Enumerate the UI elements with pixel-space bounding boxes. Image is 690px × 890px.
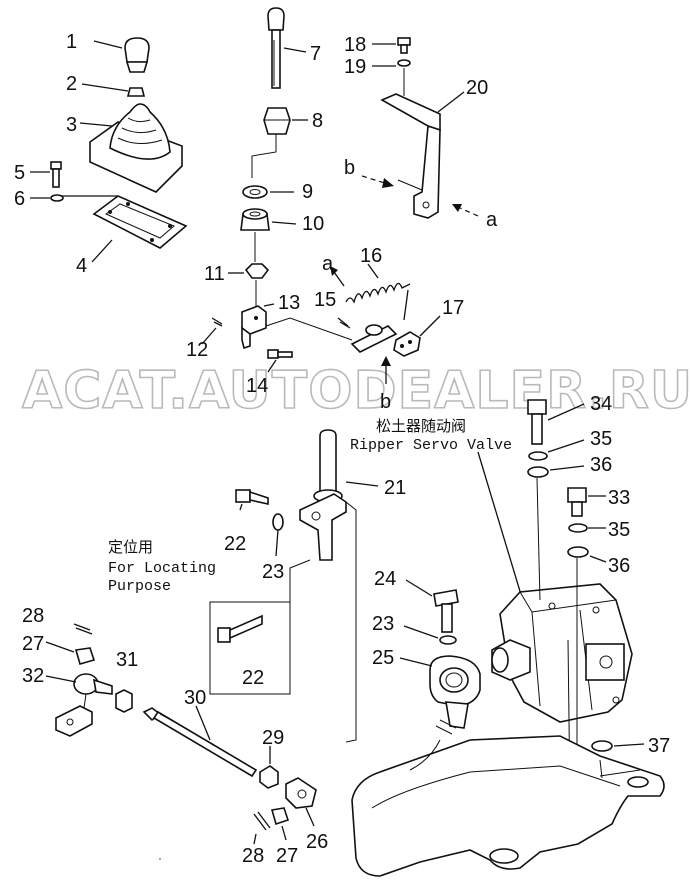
part-number-16: 16	[360, 245, 382, 267]
marker-a-right: a	[486, 209, 498, 231]
part-number-13: 13	[278, 292, 300, 314]
part-number-27a: 27	[22, 633, 44, 655]
part-bolt-24	[405, 579, 459, 633]
part-number-36b: 36	[608, 555, 630, 577]
locating-label-en2: Purpose	[108, 578, 171, 595]
locating-detail-box	[209, 559, 311, 695]
part-number-19: 19	[344, 56, 366, 78]
marker-b-left: b	[344, 157, 355, 179]
part-bolt-5	[30, 161, 62, 188]
part-number-23a: 23	[262, 561, 284, 583]
part-number-5: 5	[14, 162, 25, 184]
part-number-22b: 22	[242, 667, 264, 689]
part-number-21: 21	[384, 477, 406, 499]
part-nut-27b	[270, 807, 290, 841]
part-number-30: 30	[184, 687, 206, 709]
part-oring-37	[591, 740, 645, 752]
servo-valve-label-en: Ripper Servo Valve	[350, 437, 512, 454]
part-number-17: 17	[442, 297, 464, 319]
part-number-26: 26	[306, 831, 328, 853]
part-boot	[79, 103, 183, 193]
part-number-22a: 22	[224, 533, 246, 555]
part-ball-joint-32	[45, 673, 113, 737]
part-number-14: 14	[246, 375, 268, 397]
part-bolt-33	[567, 487, 606, 517]
part-nut-10	[240, 208, 297, 262]
locating-label-cn: 定位用	[108, 538, 153, 556]
part-ball-joint-26	[285, 777, 317, 827]
part-washer-35b	[568, 523, 606, 533]
part-nut-29	[259, 746, 279, 789]
part-number-37: 37	[648, 735, 670, 757]
part-knob	[93, 37, 150, 73]
part-number-27b: 27	[276, 845, 298, 867]
part-nut-2	[81, 83, 146, 97]
part-number-15: 15	[314, 289, 336, 311]
stray-mark: ·	[158, 851, 162, 865]
part-number-20: 20	[466, 77, 488, 99]
part-number-28a: 28	[22, 605, 44, 627]
part-nut-31	[115, 689, 133, 713]
part-number-9: 9	[302, 181, 313, 203]
part-number-28b: 28	[242, 845, 264, 867]
part-washer-36a	[527, 465, 585, 478]
part-bushing-8	[251, 107, 308, 178]
part-number-8: 8	[312, 110, 323, 132]
part-number-18: 18	[344, 34, 366, 56]
part-bracket-20	[380, 68, 465, 219]
servo-valve-label-cn: 松土器随动阀	[376, 417, 466, 435]
part-number-3: 3	[66, 114, 77, 136]
part-shaft-21	[299, 429, 379, 743]
part-washer-9	[242, 185, 294, 199]
part-number-33: 33	[608, 487, 630, 509]
part-spring-16	[345, 263, 411, 304]
part-number-34: 34	[590, 393, 612, 415]
locating-label-en1: For Locating	[108, 560, 216, 577]
part-washer-23a	[272, 513, 284, 557]
part-number-35b: 35	[608, 519, 630, 541]
part-number-10: 10	[302, 213, 324, 235]
part-number-24: 24	[374, 568, 396, 590]
part-number-32: 32	[22, 665, 44, 687]
part-number-36a: 36	[590, 454, 612, 476]
part-bolt-18	[372, 37, 411, 54]
part-lever-arm-17	[350, 289, 441, 357]
part-number-2: 2	[66, 73, 77, 95]
part-clevis-13	[241, 303, 353, 350]
watermark: ACAT.AUTODEALER.RU	[22, 361, 690, 421]
part-rod-30	[142, 705, 258, 778]
part-number-12: 12	[186, 339, 208, 361]
part-number-7: 7	[310, 43, 321, 65]
part-number-1: 1	[66, 31, 77, 53]
part-washer-19	[372, 59, 411, 67]
part-bolt-22a	[235, 489, 269, 511]
part-washer-35a	[528, 439, 585, 461]
marker-b-bottom: b	[380, 391, 391, 413]
part-washer-6	[30, 194, 64, 202]
part-number-11: 11	[204, 263, 225, 285]
part-cotter-pin-15	[337, 317, 351, 329]
part-bolt-14	[267, 349, 293, 373]
part-number-4: 4	[76, 255, 87, 277]
part-nut-27a	[45, 641, 96, 665]
part-bolt-34	[527, 399, 585, 601]
servo-valve-body	[491, 583, 633, 723]
part-lever	[267, 7, 307, 89]
base-frame	[351, 735, 665, 877]
part-number-23b: 23	[372, 613, 394, 635]
part-number-31: 31	[116, 649, 138, 671]
part-frame-plate	[60, 195, 188, 263]
part-cotter-pin-28b	[253, 811, 271, 845]
part-lever-25	[399, 655, 481, 735]
part-number-6: 6	[14, 188, 25, 210]
part-number-35a: 35	[590, 428, 612, 450]
part-nut-11	[228, 263, 270, 306]
part-washer-23b	[403, 625, 457, 645]
part-number-25: 25	[372, 647, 394, 669]
part-cotter-pin-12	[201, 317, 223, 345]
part-cotter-pin-28a	[73, 623, 93, 635]
part-number-29: 29	[262, 727, 284, 749]
